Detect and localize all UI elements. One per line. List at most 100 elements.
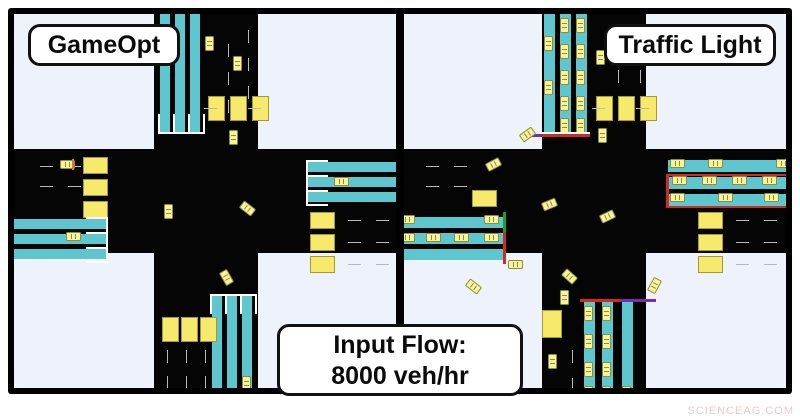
signal-bar-green [503,212,506,234]
platoon-block [698,256,723,273]
signal-bar-red [503,232,506,264]
queue-band [160,14,170,132]
vehicle [576,96,585,111]
vehicle [242,376,251,388]
corner-top-right [646,79,716,149]
lane-dash [736,264,749,265]
platoon-block [230,96,247,121]
vehicle [622,386,631,388]
watermark: SCIENCEAG.COM [687,405,794,417]
lane-dash [348,242,361,243]
lane-divider [306,160,328,162]
vehicle [548,354,557,369]
lane-dash [376,242,389,243]
vehicle [598,128,607,143]
vehicle [584,386,593,388]
queue-band [14,219,106,229]
vehicle [602,362,611,377]
lane-dash [205,350,206,363]
vehicle [560,290,569,305]
vehicle [670,159,685,168]
vehicle [602,306,611,321]
platoon-block [181,317,198,342]
lane-divider [173,114,175,134]
platoon-block [162,317,179,342]
vehicle [233,56,242,71]
label-traffic-light-text: Traffic Light [618,31,762,59]
platoon-block [83,201,108,218]
lane-dash [167,376,168,388]
lane-divider [306,175,328,177]
lane-dash [426,166,439,167]
vehicle [484,233,499,242]
signal-bar-red [666,174,786,176]
lane-dash [228,44,229,57]
lane-dash [205,376,206,388]
platoon-block [698,234,723,251]
vehicle [672,176,687,185]
label-input-flow: Input Flow: 8000 veh/hr [277,324,523,396]
lane-dash [764,242,777,243]
lane-dash [572,350,573,363]
label-gameopt-text: GameOpt [47,31,161,59]
lane-dash [454,166,467,167]
queue-band [308,177,398,187]
lane-dash [736,220,749,221]
lane-dash [636,108,649,109]
vehicle [576,44,585,59]
stop-line [106,217,108,263]
platoon-block [698,212,723,229]
queue-band [402,233,504,244]
lane-dash [376,220,389,221]
corner-top-right [258,79,328,149]
lane-divider [225,294,227,314]
signal-bar-orange [72,159,74,170]
vehicle [576,70,585,85]
corner-bottom-left [84,253,154,323]
queue-band [14,249,106,259]
vehicle [602,386,611,388]
platoon-block [472,190,497,207]
lane-divider [86,261,108,263]
vehicle [60,160,75,169]
input-flow-title: Input Flow: [333,330,467,359]
vehicle [732,176,747,185]
panel-divider [396,8,404,394]
lane-divider [240,294,242,314]
signal-bar-purple [620,299,656,302]
vehicle [602,334,611,349]
vehicle [205,36,214,51]
corner-top-left [84,79,154,149]
vehicle [762,176,777,185]
corner-top-left [472,79,542,149]
queue-band [402,249,504,260]
vehicle [402,233,415,242]
vehicle [702,176,717,185]
vehicle [764,193,779,202]
vehicle [560,70,569,85]
vehicle [66,232,81,241]
label-gameopt: GameOpt [28,24,180,66]
panel-gameopt [14,14,398,388]
label-traffic-light: Traffic Light [604,24,776,66]
lane-dash [454,186,467,187]
vehicle [776,159,786,168]
lane-dash [68,186,81,187]
lane-divider [86,217,108,219]
lane-dash [40,166,53,167]
signal-bar-red [580,299,620,302]
lane-dash [764,220,777,221]
lane-dash [186,350,187,363]
input-flow-value: 8000 veh/hr [331,361,469,390]
lane-dash [348,220,361,221]
corner-bottom-left [472,253,542,323]
vehicle [560,118,569,133]
lane-divider [86,232,108,234]
vehicle [718,193,733,202]
stop-line [210,294,256,296]
vehicle [454,233,469,242]
platoon-block [542,310,562,338]
lane-dash [348,264,361,265]
lane-dash [228,72,229,85]
